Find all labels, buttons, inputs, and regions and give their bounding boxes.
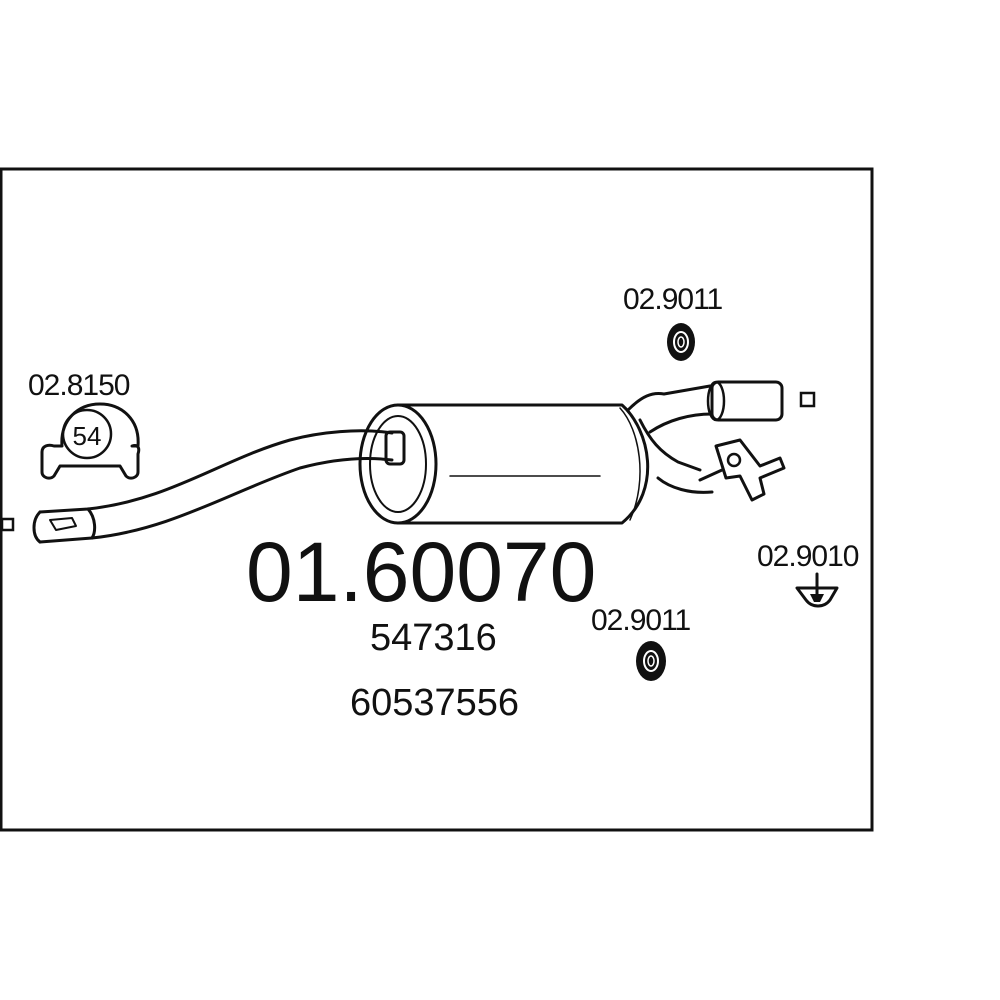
diagram-frame — [0, 167, 874, 832]
right-connection-marker — [799, 391, 816, 408]
hanger-bracket-part-number: 02.9010 — [757, 540, 859, 573]
pipe-clamp-icon: 54 — [40, 402, 141, 480]
main-part-number: 01.60070 — [246, 525, 596, 619]
rubber-ring-icon — [636, 641, 666, 681]
reference-number-1: 547316 — [370, 617, 497, 659]
rubber-mount-bottom-part-number: 02.9011 — [591, 604, 691, 637]
hanger-bracket-icon — [795, 572, 839, 608]
clamp-size-label: 54 — [73, 421, 102, 451]
clamp-part-number: 02.8150 — [28, 369, 130, 402]
rubber-ring-icon — [667, 323, 695, 361]
rubber-mount-top-part-number: 02.9011 — [623, 283, 723, 316]
muffler-icon — [32, 380, 786, 544]
reference-number-2: 60537556 — [350, 682, 519, 724]
left-connection-marker — [0, 517, 15, 532]
